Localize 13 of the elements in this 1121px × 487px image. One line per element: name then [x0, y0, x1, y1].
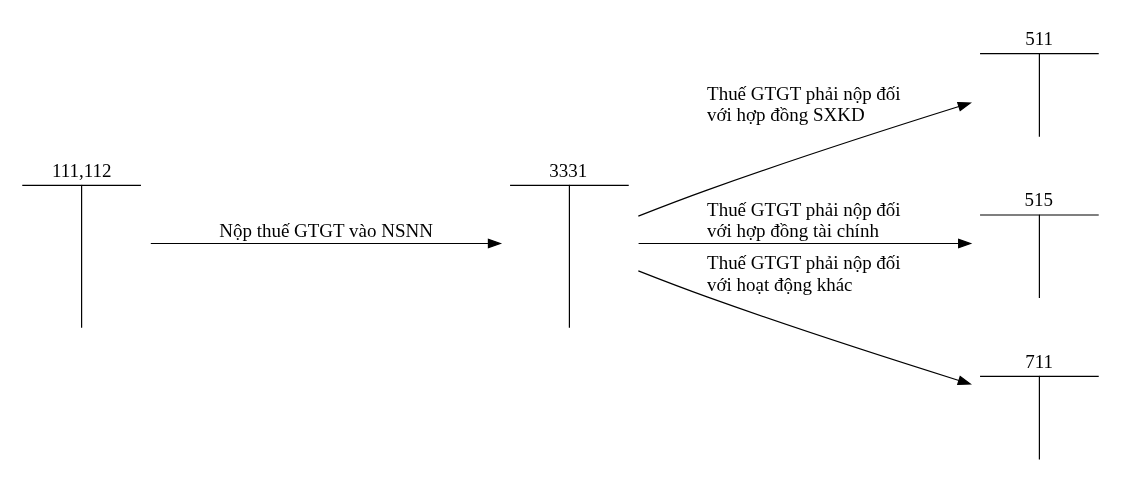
- node-text: 111,112: [51, 159, 112, 181]
- arrow: [637, 101, 972, 217]
- arrow: [638, 238, 973, 249]
- node-text: 515: [1024, 189, 1054, 211]
- edge-label: Thuế GTGT phải nộp đối với hợp đồng tài chính: [707, 198, 901, 242]
- node-text: 511: [1025, 28, 1053, 50]
- node-text: 711: [1025, 350, 1053, 372]
- arrow: [637, 270, 972, 386]
- node-text: 3331: [549, 159, 588, 181]
- arrow: [150, 238, 503, 249]
- edge-label: Nộp thuế GTGT vào NSNN: [219, 220, 433, 242]
- edge-label: Thuế GTGT phải nộp đối với hợp đồng SXKD: [707, 82, 901, 126]
- edge-label: Thuế GTGT phải nộp đối với hoạt động khác: [707, 252, 901, 295]
